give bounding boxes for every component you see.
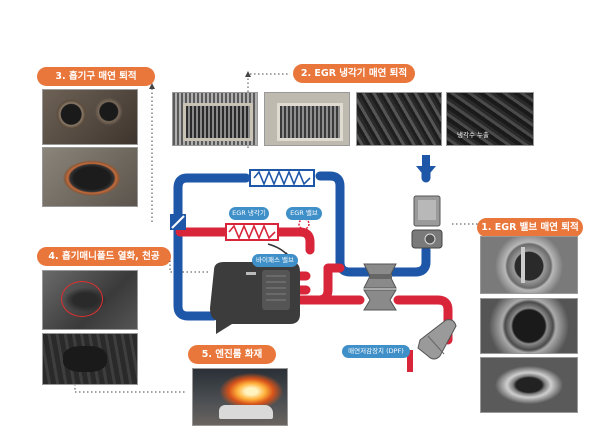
throttle-body: [170, 214, 186, 230]
engine-block: [210, 262, 300, 334]
intake-inlet-arrow: [416, 155, 436, 178]
photo-egr-valve-1: [480, 236, 578, 294]
connector-cooler-arrow: [245, 71, 251, 77]
photo-engine-fire: [192, 368, 288, 426]
intake-pipe-to-valve: [367, 245, 431, 277]
callout-intake-port: 3. 흡기구 매연 퇴적: [37, 67, 155, 86]
photo-manifold-2: [42, 333, 138, 385]
egr-cooler-coil: [228, 223, 276, 241]
egr-valve-actuator: [411, 195, 443, 249]
photo-intake-port-2: [42, 147, 138, 207]
tag-bypass-valve: 바이패스 밸브: [252, 254, 298, 267]
photo-egr-cooler-2: [264, 92, 350, 146]
intake-pipe-loop: [315, 171, 377, 277]
exhaust-pipe-turbo-out: [393, 295, 453, 345]
intake-pipe-top: [173, 173, 251, 321]
callout-egr-valve: 1. EGR 밸브 매연 퇴적: [477, 218, 583, 237]
photo-egr-valve-3: [480, 357, 578, 413]
photo-egr-valve-2: [480, 298, 578, 354]
tag-egr-valve: EGR 밸브: [286, 207, 322, 220]
dpf-unit: [417, 319, 457, 360]
egr-valve-marker: [298, 218, 310, 230]
photo-egr-cooler-4: 냉각수 누출: [446, 92, 534, 146]
exhaust-pipe-cooler-right: [271, 227, 315, 255]
tag-dpf: 매연저감장치 (DPF): [342, 345, 410, 358]
caption-coolant-leak: 냉각수 누출: [457, 131, 489, 139]
photo-egr-cooler-1: [172, 92, 258, 146]
tag-egr-cooler: EGR 냉각기: [229, 207, 269, 220]
photo-egr-cooler-3: [356, 92, 442, 146]
callout-manifold: 4. 흡기매니폴드 열화, 천공: [37, 247, 171, 266]
egr-cooler-top-coil: [253, 169, 311, 187]
callout-egr-cooler: 2. EGR 냉각기 매연 퇴적: [293, 64, 415, 83]
callout-engine-fire: 5. 엔진룸 화재: [188, 345, 276, 364]
photo-intake-port-1: [42, 89, 138, 145]
photo-manifold-1: [42, 270, 138, 330]
connector-intake-arrow: [149, 83, 155, 89]
turbocharger: [363, 263, 397, 311]
